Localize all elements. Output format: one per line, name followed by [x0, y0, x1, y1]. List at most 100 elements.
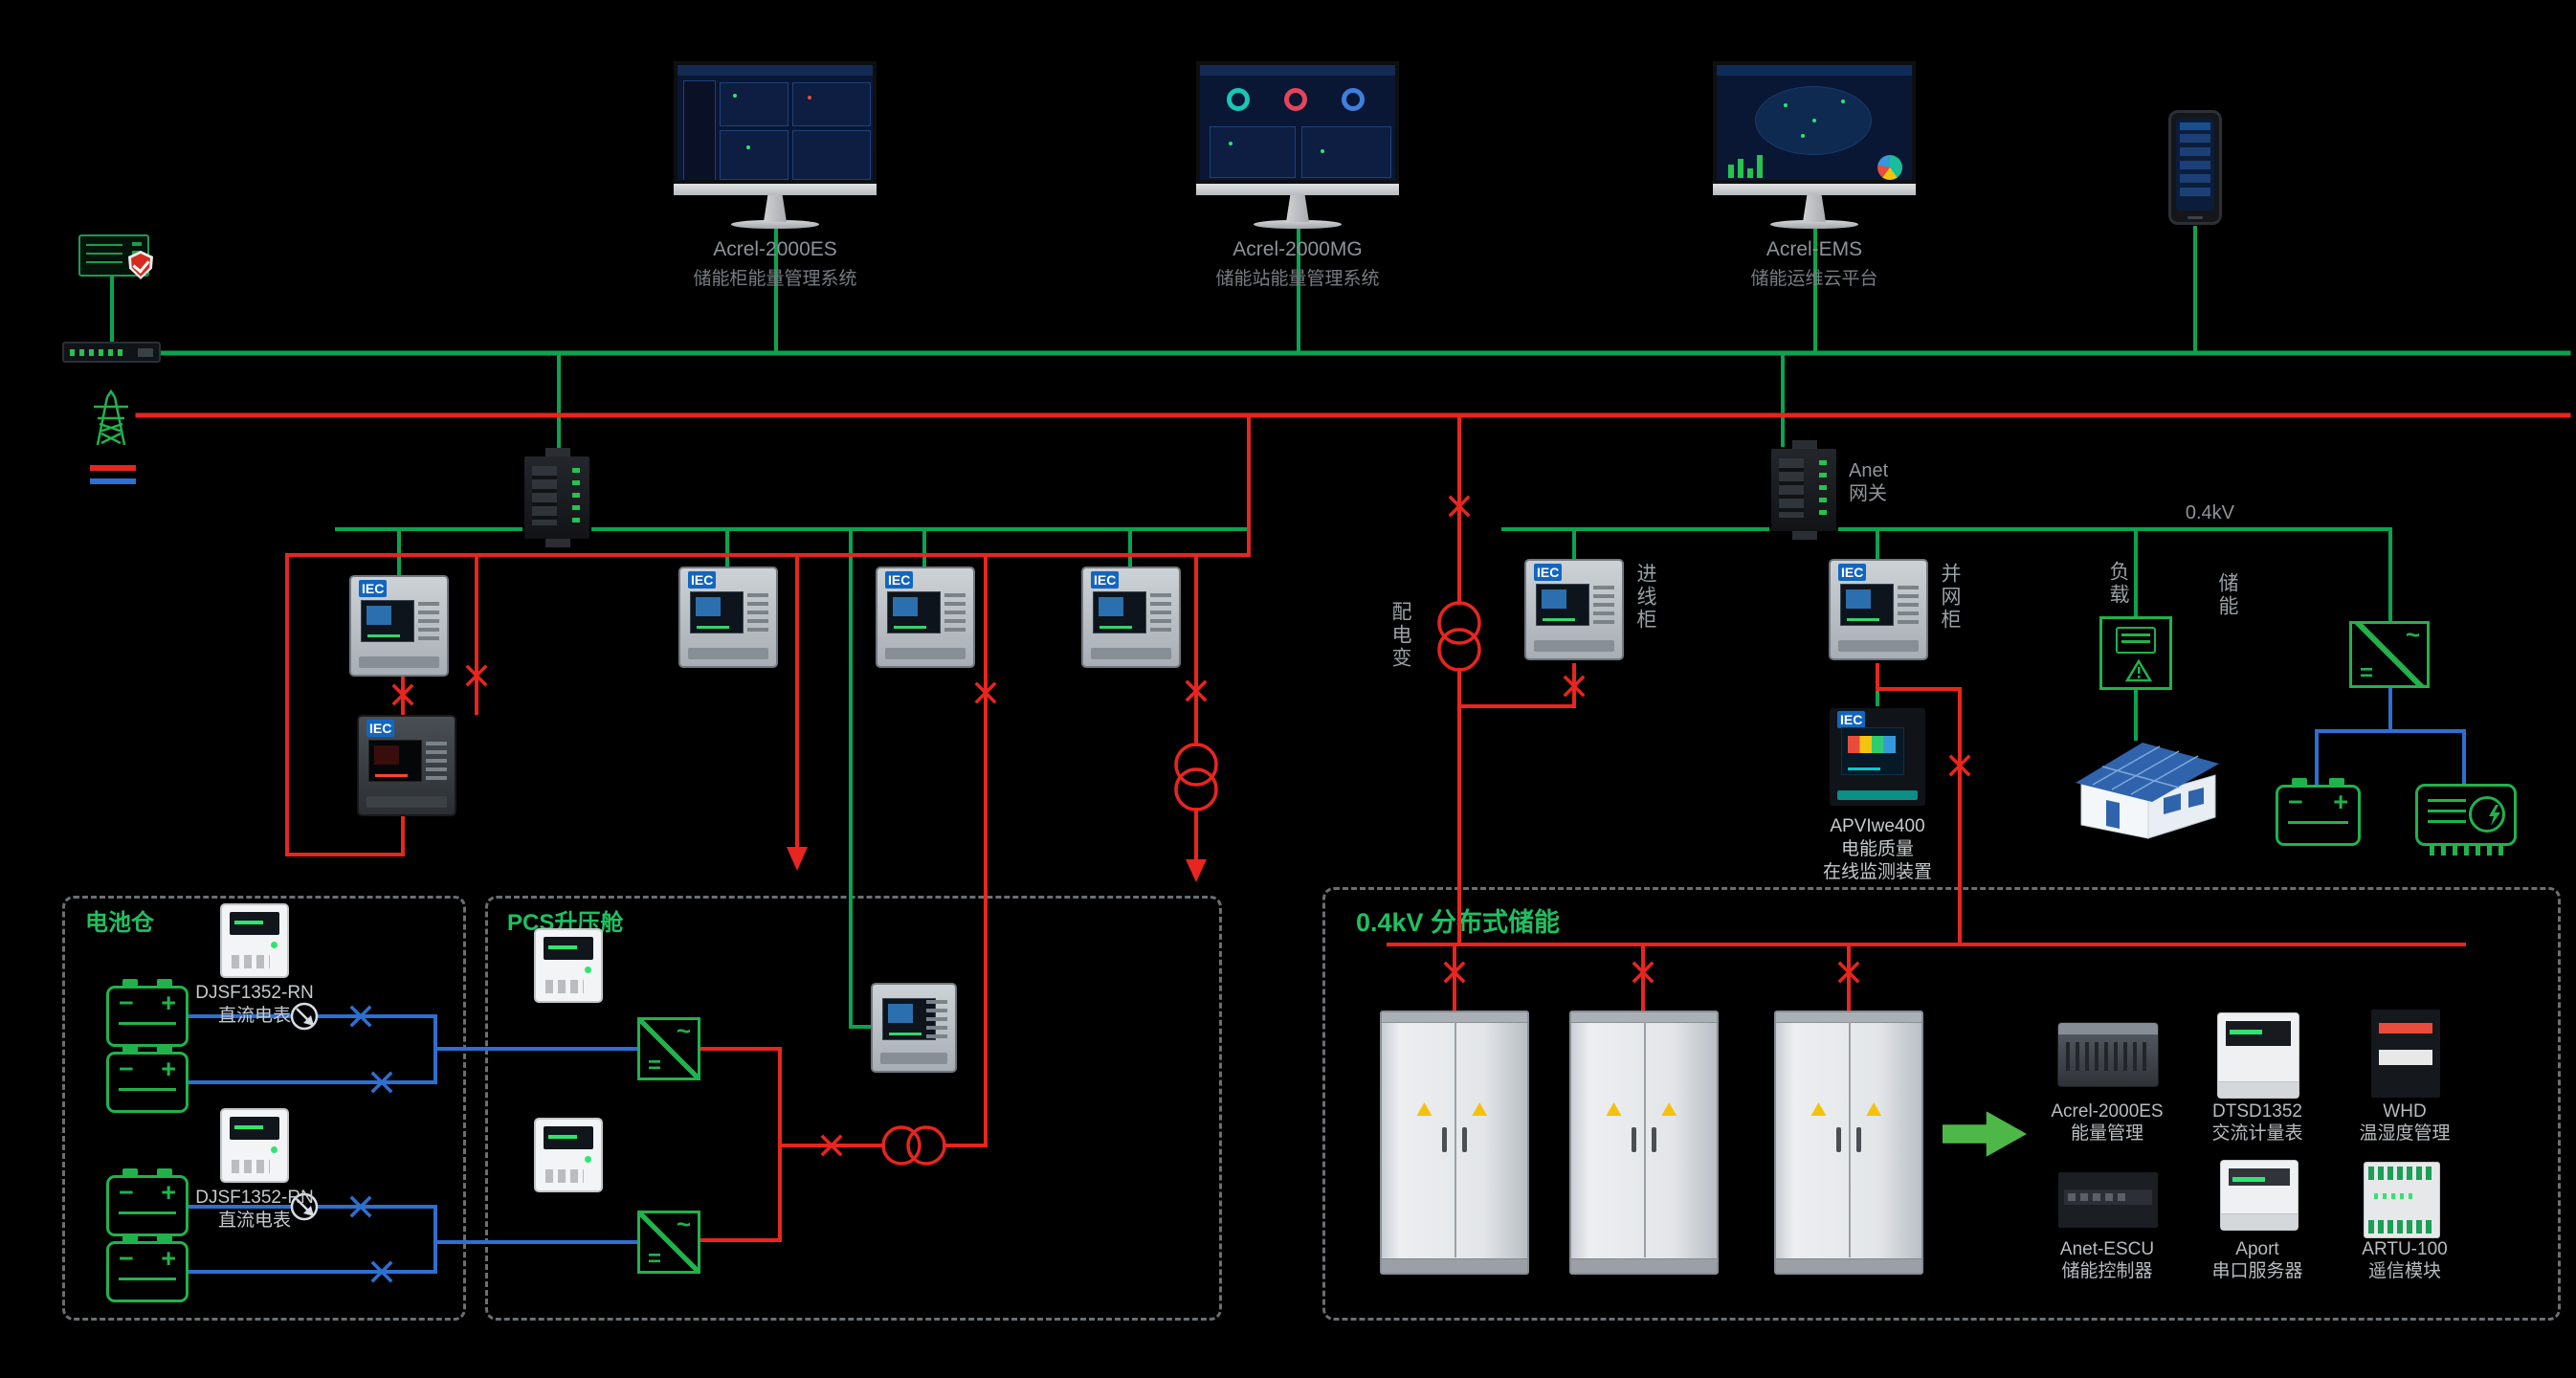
incoming-cabinet-relay: IEC [1524, 559, 1624, 660]
monitor-subtitle: 储能运维云平台 [1750, 269, 1878, 289]
blue-switch-marks [349, 1005, 393, 1283]
relay-screen [1841, 727, 1904, 775]
warning-sticker [1472, 1102, 1488, 1116]
hvac-icon [2415, 784, 2517, 856]
label-distribution-transformer: 配电变 [1389, 601, 1411, 670]
product-label: Acrel-2000ES 能量管理 [2051, 1101, 2164, 1144]
monitor-acrel-2000mg: Acrel-2000MG 储能站能量管理系统 [1196, 61, 1399, 290]
phone-screen [2176, 119, 2214, 211]
warning-triangle-icon [2125, 659, 2152, 682]
monitor-screen [1713, 61, 1916, 184]
legend-line-blue [90, 478, 136, 484]
relay-keys [944, 593, 966, 633]
relay-keys [1150, 593, 1171, 633]
network-switch-icon [62, 342, 161, 363]
warning-sticker [1810, 1102, 1827, 1116]
battery-room-title: 电池仓 [85, 910, 154, 936]
relay-screen [1840, 584, 1894, 626]
grid-cabinet-relay: IEC [1829, 559, 1928, 660]
red-wires [135, 412, 2571, 1242]
battery-icon: − + [106, 1045, 189, 1113]
iec-badge: IEC [1534, 564, 1563, 581]
relay-strip [1534, 640, 1614, 652]
iec-badge: IEC [688, 571, 717, 589]
relay-keys [1593, 586, 1614, 626]
label-load: 负载 [2107, 561, 2129, 607]
pcs-converter-icon: ~ = [637, 1211, 700, 1274]
relay-strip [885, 648, 966, 659]
donut-chart [1284, 88, 1307, 111]
pcs-meter [534, 1118, 603, 1192]
monitor-screen [674, 61, 877, 184]
storage-cabinet [1380, 1011, 1529, 1275]
relay-screen [1093, 591, 1146, 633]
relay-keys [418, 602, 439, 642]
battery-icon: − + [106, 1234, 189, 1302]
relay-strip [1091, 648, 1171, 659]
product-acrel-2000es [2057, 1022, 2159, 1087]
pcs-converter-icon: ~ = [637, 1017, 700, 1080]
relay-strip [1837, 790, 1918, 800]
relay-strip [688, 648, 768, 659]
iec-badge: IEC [885, 571, 914, 589]
dc-energy-meter [220, 1108, 289, 1183]
product-aport [2220, 1160, 2298, 1231]
label-incoming-cabinet: 进线柜 [1634, 563, 1656, 632]
monitor-title: Acrel-2000ES [713, 238, 837, 260]
storage-cabinet [1774, 1011, 1923, 1275]
donut-chart [1342, 88, 1365, 111]
product-label: WHD 温湿度管理 [2359, 1101, 2451, 1144]
relay-keys [426, 742, 447, 782]
protection-relay: IEC [876, 567, 975, 668]
relay-strip [359, 656, 439, 668]
red-switch-marks [391, 495, 1971, 1157]
fan-icon [2469, 796, 2505, 833]
mini-bar-chart [1728, 165, 1734, 178]
product-label: Aport 串口服务器 [2211, 1239, 2303, 1281]
dc-energy-meter [220, 903, 289, 978]
storage-cabinet [1569, 1011, 1719, 1275]
monitor-title: Acrel-EMS [1765, 238, 1863, 260]
solar-house-icon [2076, 743, 2219, 839]
pq-monitor-label: APVIwe400 电能质量 在线监测装置 [1822, 816, 1932, 882]
warning-sticker [1606, 1102, 1622, 1116]
gateway-label: Anet 网关 [1849, 460, 1889, 504]
product-dtsd1352 [2217, 1012, 2299, 1099]
monitor-stand [764, 195, 787, 222]
relay-screen [690, 591, 744, 633]
bus-voltage-label: 0.4kV [2185, 502, 2234, 523]
pcs-cabin-box [485, 896, 1222, 1321]
relay-keys [747, 593, 768, 633]
relay-keys [1898, 586, 1919, 626]
load-device-icon [2099, 616, 2172, 690]
battery-icon: − + [106, 1168, 189, 1236]
battery-room-box [62, 896, 466, 1321]
dc-meter-label: DJSF1352-RN 直流电表 [195, 983, 314, 1026]
label-grid-cabin: 并网柜 [1939, 563, 1961, 632]
relay-screen [887, 591, 941, 633]
relay-strip [880, 1053, 947, 1064]
donut-chart [1227, 88, 1250, 111]
relay-screen [361, 600, 414, 642]
power-quality-monitor: IEC [1828, 706, 1927, 808]
lightning-icon [2489, 805, 2500, 826]
gateway-device-anet [1769, 440, 1838, 540]
storage-converter-icon: ~ = [2349, 621, 2430, 688]
screen-header [677, 65, 873, 76]
monitor-screen [1196, 61, 1399, 184]
screen-sidebar [683, 80, 716, 180]
protection-relay: IEC [349, 575, 449, 677]
monitor-base [731, 220, 819, 229]
product-whd [2370, 1009, 2441, 1099]
warning-sticker [1661, 1102, 1677, 1116]
relay-screen [368, 740, 422, 782]
iec-badge: IEC [359, 580, 388, 597]
monitor-chin [674, 184, 877, 195]
monitor-acrel-ems: Acrel-EMS 储能运维云平台 [1713, 61, 1916, 290]
product-anet-escu [2057, 1171, 2159, 1229]
monitor-title: Acrel-2000MG [1232, 238, 1363, 260]
battery-icon: − + [106, 979, 189, 1047]
phone-home-bar [2187, 216, 2203, 219]
iec-badge: IEC [366, 720, 395, 737]
